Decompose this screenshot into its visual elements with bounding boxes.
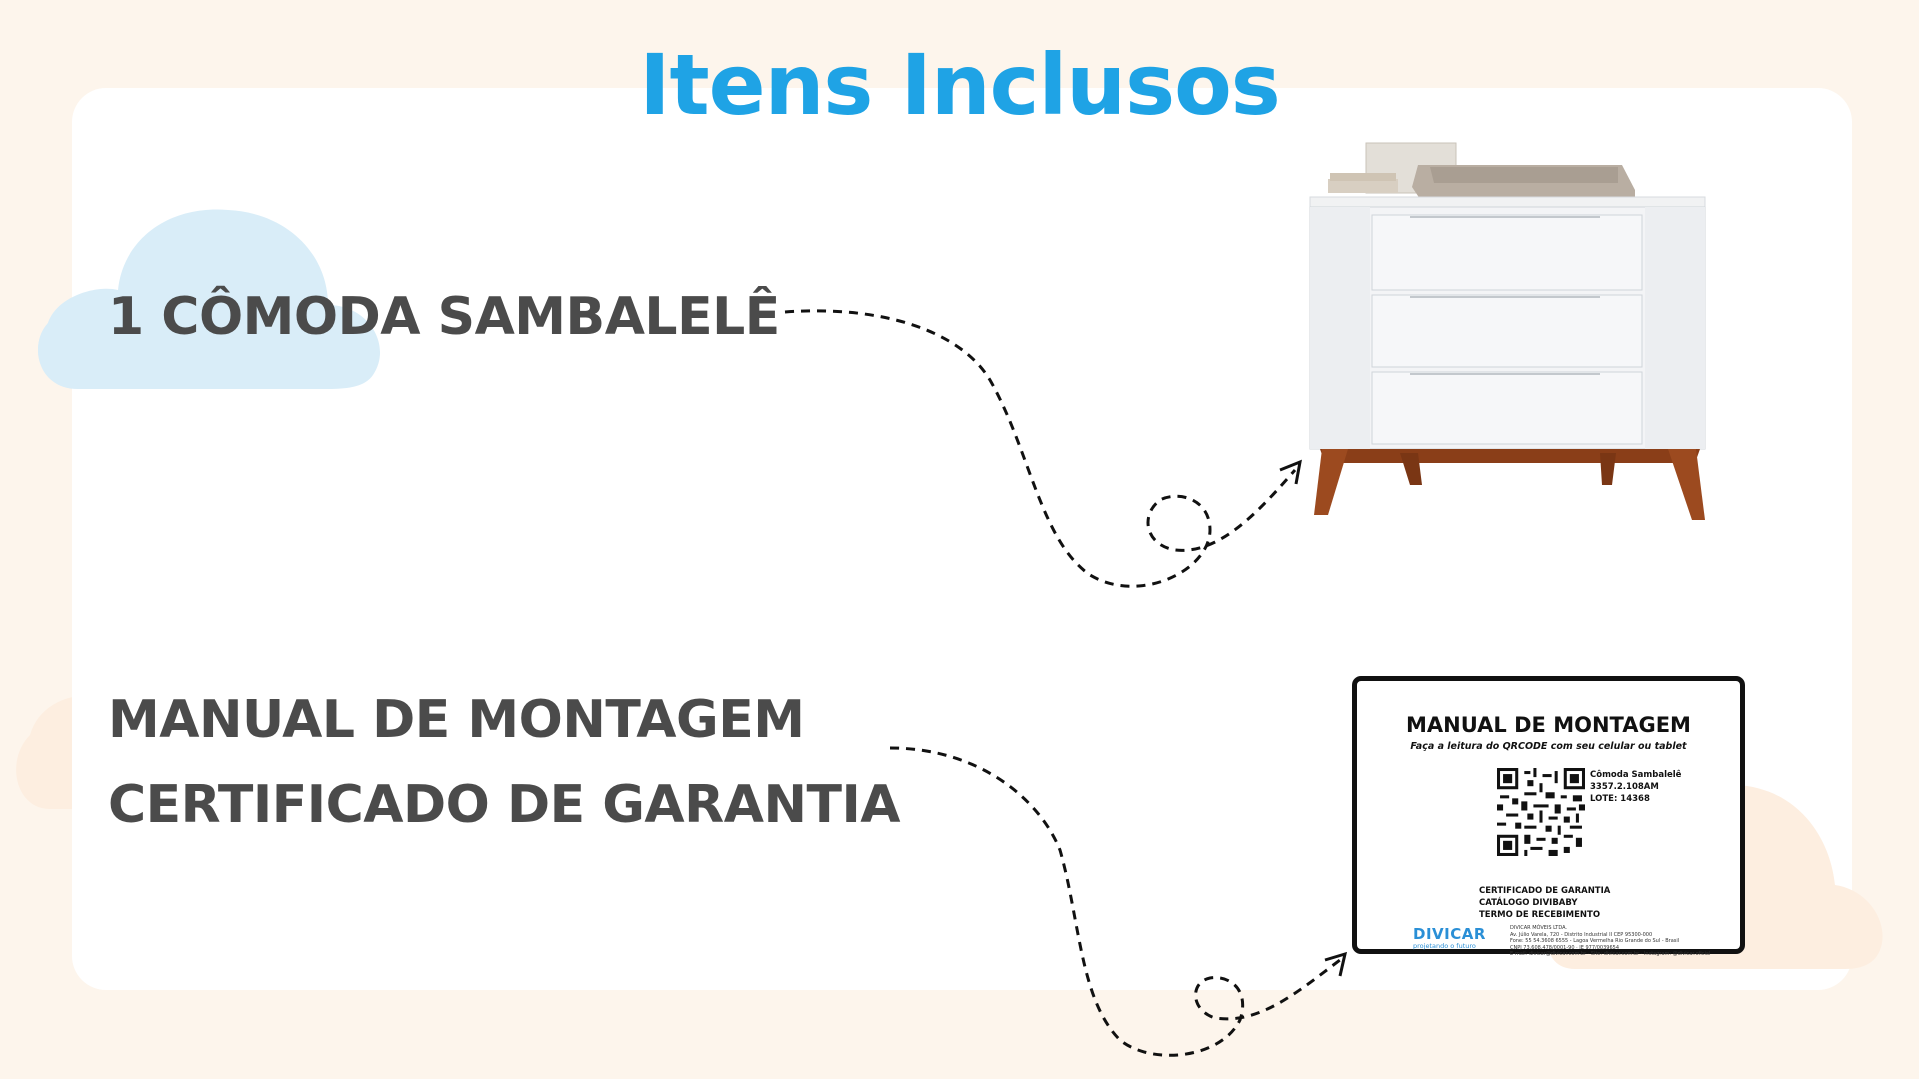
doc-item: CATÁLOGO DIVIBABY (1479, 898, 1578, 908)
item-label-manual: MANUAL DE MONTAGEM (108, 690, 805, 750)
doc-item: CERTIFICADO DE GARANTIA (1479, 886, 1611, 896)
brand-logo: DIVICAR projetando o futuro (1413, 925, 1486, 950)
fine-print-line: Fone: 55 54.3608 6555 - Lagoa Vermelha R… (1510, 938, 1680, 945)
fine-print-line: DIVICAR MÓVEIS LTDA. (1510, 925, 1568, 931)
doc-item: TERMO DE RECEBIMENTO (1479, 910, 1601, 920)
brand-name: DIVICAR (1413, 925, 1486, 943)
product-lot: LOTE: 14368 (1590, 794, 1650, 804)
fine-print-line: CNPJ 73.608.478/0001-90 · IE 977/0039654 (1510, 944, 1620, 951)
cloud-decoration-blue-overlay (38, 209, 381, 389)
qr-code-icon (1497, 768, 1585, 856)
product-code: 3357.2.108AM (1590, 782, 1659, 792)
page-title: Itens Inclusos (639, 36, 1281, 134)
fine-print-line: E-mail: divicar@divicar.com.br · Site: d… (1510, 951, 1711, 958)
manual-card-fine-print: DIVICAR MÓVEIS LTDA. Av. Júlio Varela, 7… (1510, 925, 1730, 958)
brand-tagline: projetando o futuro (1413, 942, 1476, 950)
dresser-image (1300, 135, 1720, 525)
manual-card-image: MANUAL DE MONTAGEM Faça a leitura do QRC… (1352, 676, 1745, 957)
manual-card-product-info: Cômoda Sambalelê 3357.2.108AM LOTE: 1436… (1590, 769, 1681, 805)
manual-card-title: MANUAL DE MONTAGEM (1406, 713, 1691, 737)
item-label-warranty: CERTIFICADO DE GARANTIA (108, 775, 901, 835)
manual-card-doc-list: CERTIFICADO DE GARANTIA CATÁLOGO DIVIBAB… (1479, 885, 1610, 921)
product-name: Cômoda Sambalelê (1590, 770, 1682, 780)
item-label-dresser: 1 CÔMODA SAMBALELÊ (108, 287, 780, 347)
fine-print-line: Av. Júlio Varela, 720 - Distrito Industr… (1510, 931, 1653, 938)
manual-card-subtitle: Faça a leitura do QRCODE com seu celular… (1410, 741, 1687, 752)
